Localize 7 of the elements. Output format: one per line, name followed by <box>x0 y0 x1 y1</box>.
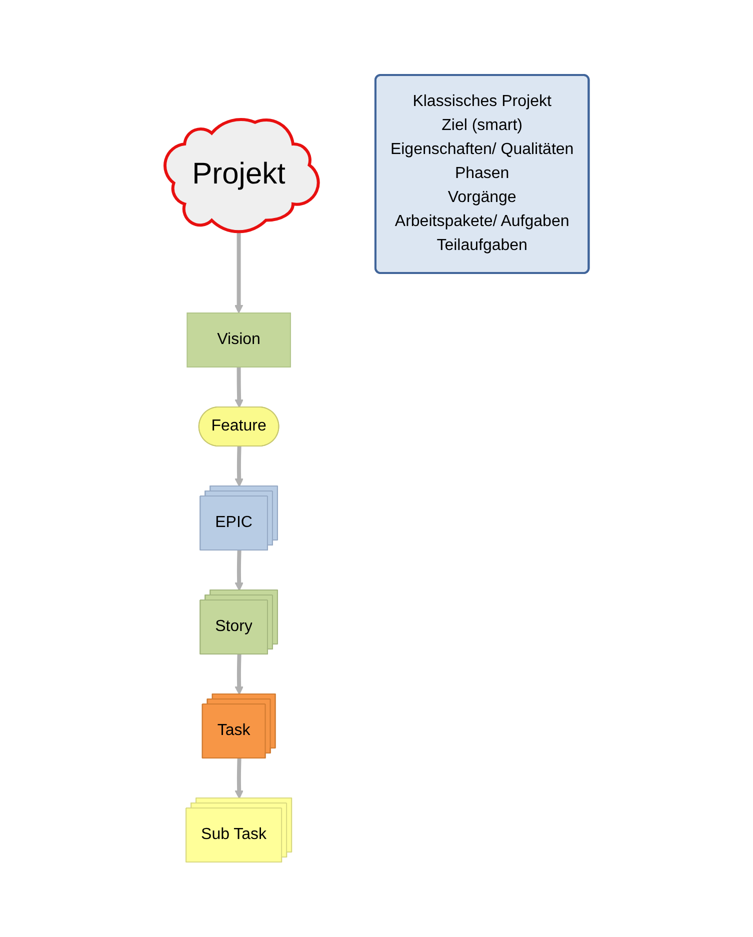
arrow <box>234 550 244 591</box>
arrow <box>234 367 244 408</box>
arrow <box>234 758 244 799</box>
arrow <box>234 654 244 695</box>
arrow <box>234 230 243 314</box>
node-box: Vision <box>186 312 291 368</box>
arrow <box>234 446 244 487</box>
